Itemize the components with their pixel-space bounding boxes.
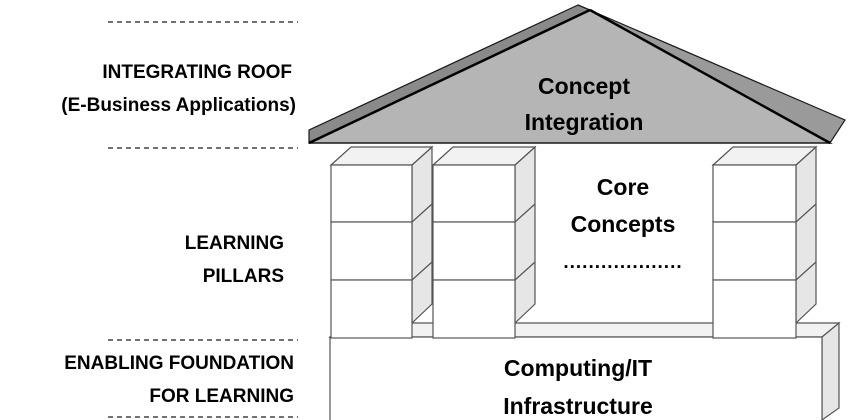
- foundation-label-line1: ENABLING FOUNDATION: [64, 353, 294, 374]
- side-labels: INTEGRATING ROOF (E-Business Application…: [61, 62, 296, 407]
- roof-title-line2: Integration: [525, 109, 644, 135]
- roof-label-line1: INTEGRATING ROOF: [102, 62, 292, 83]
- roof-label-line2: (E-Business Applications): [61, 95, 296, 116]
- roof-ridge: [308, 8, 591, 145]
- pillar-block-side: [514, 145, 536, 325]
- pillars-label-line1: LEARNING: [185, 233, 284, 254]
- pillar-block: [712, 221, 797, 281]
- pillar-seam: [795, 261, 817, 281]
- roof: [308, 4, 846, 145]
- pillar-seam: [514, 261, 536, 281]
- pillar-block-side: [795, 145, 817, 325]
- core-concepts-dots: ...................: [563, 252, 682, 273]
- pillar-block: [432, 164, 516, 223]
- pillar-left-outer: [329, 145, 434, 339]
- pillar-block: [330, 164, 413, 223]
- roof-title-line1: Concept: [538, 73, 630, 99]
- foundation-front: [329, 336, 823, 420]
- foundation-title-line1: Computing/IT: [504, 355, 652, 381]
- pillar-block: [712, 164, 797, 223]
- foundation-label-line2: FOR LEARNING: [149, 386, 294, 407]
- pillar-block: [712, 279, 797, 339]
- house-labels: Concept Integration Core Concepts ......…: [503, 73, 682, 419]
- pillar-seam: [411, 261, 433, 281]
- core-concepts-line2: Concepts: [571, 211, 676, 237]
- pillar-right: [711, 145, 818, 339]
- pillar-seam: [795, 203, 817, 223]
- section-dividers: [108, 21, 298, 418]
- pillars-label-line2: PILLARS: [203, 266, 284, 287]
- roof-ridge: [589, 8, 831, 145]
- pillar-seam: [411, 203, 433, 223]
- foundation-title-line2: Infrastructure: [503, 393, 653, 419]
- foundation-side: [821, 321, 840, 420]
- foundation-block: [328, 321, 841, 420]
- pillar-left-inner: [431, 145, 537, 339]
- core-concepts-line1: Core: [597, 174, 649, 200]
- pillar-block-side: [411, 145, 433, 325]
- pillar-block: [330, 279, 413, 339]
- pillar-block: [432, 279, 516, 339]
- pillar-block: [432, 221, 516, 281]
- pillar-seam: [514, 203, 536, 223]
- pillar-block: [330, 221, 413, 281]
